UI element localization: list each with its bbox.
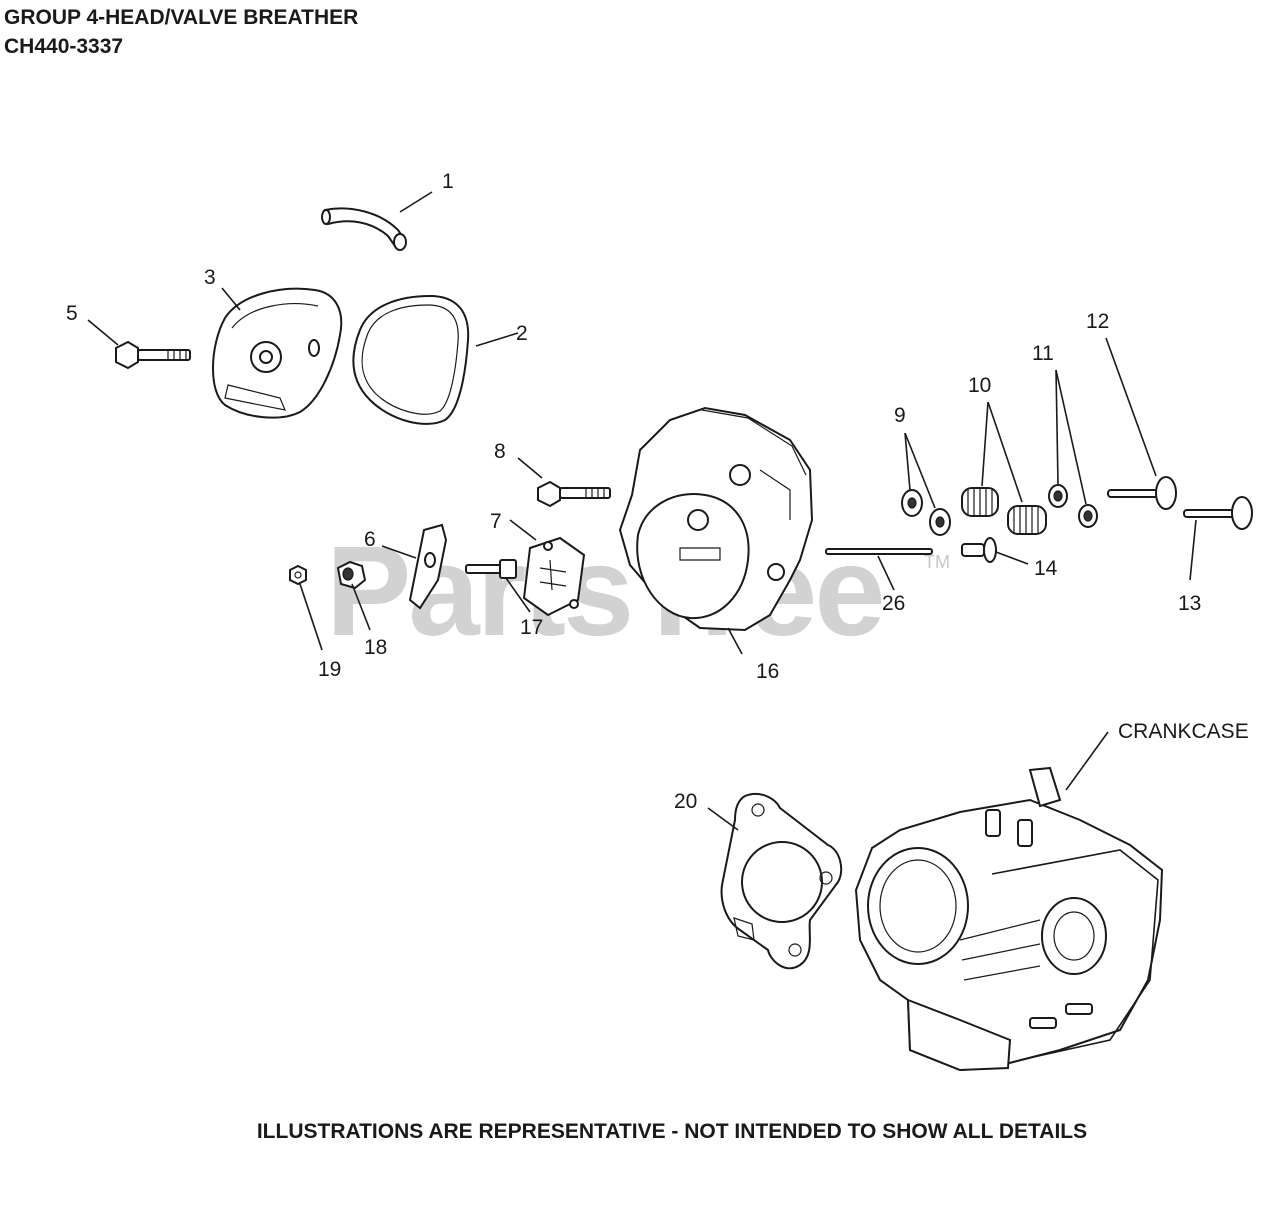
disclaimer-footer: ILLUSTRATIONS ARE REPRESENTATIVE - NOT I…	[256, 1120, 1088, 1143]
callout-7: 7	[490, 510, 502, 533]
callout-20: 20	[674, 790, 697, 813]
callout-5: 5	[66, 302, 78, 325]
crankcase-assembly[interactable]	[854, 766, 1164, 1072]
callout-2: 2	[516, 322, 528, 345]
part-5-bolt[interactable]	[115, 340, 191, 370]
callout-18: 18	[364, 636, 387, 659]
part-20-head-gasket[interactable]	[720, 792, 843, 970]
callout-17: 17	[520, 616, 543, 639]
part-18-rocker-pivot[interactable]	[336, 560, 367, 590]
part-3-valve-cover[interactable]	[212, 287, 343, 419]
part-13-exhaust-valve[interactable]	[1183, 496, 1253, 530]
part-9-spring-retainer[interactable]	[901, 489, 951, 536]
callout-10: 10	[968, 374, 991, 397]
callout-labels: 1 2 3 5 6 7 8 9 10 11 12 13 14 16 17 18 …	[66, 170, 1249, 813]
callout-8: 8	[494, 440, 506, 463]
part-10-valve-spring[interactable]	[961, 487, 1047, 535]
callout-6: 6	[364, 528, 376, 551]
callout-14: 14	[1034, 557, 1058, 580]
callout-11: 11	[1032, 342, 1054, 365]
callout-12: 12	[1086, 310, 1109, 333]
part-1-breather-hose[interactable]	[321, 207, 407, 251]
callout-crankcase: CRANKCASE	[1118, 720, 1249, 743]
part-12-intake-valve[interactable]	[1107, 476, 1177, 510]
callout-9: 9	[894, 404, 906, 427]
part-7-stud-plate[interactable]	[522, 536, 586, 617]
leader-lines	[87, 191, 1197, 831]
callout-1: 1	[442, 170, 454, 193]
part-2-cover-gasket[interactable]	[352, 294, 470, 425]
part-14-valve-seal[interactable]	[961, 537, 997, 563]
callout-26: 26	[882, 592, 905, 615]
model-number: CH440-3337	[4, 35, 124, 58]
callout-3: 3	[204, 266, 216, 289]
part-17-rocker-stud[interactable]	[465, 559, 517, 579]
callout-19: 19	[318, 658, 341, 681]
part-6-rocker-arm[interactable]	[408, 523, 448, 610]
group-title: GROUP 4-HEAD/VALVE BREATHER	[4, 6, 359, 29]
callout-13: 13	[1178, 592, 1201, 615]
part-19-nut[interactable]	[289, 564, 307, 586]
part-26-push-rod[interactable]	[825, 548, 933, 555]
callout-16: 16	[756, 660, 779, 683]
part-11-valve-cap[interactable]	[1048, 484, 1098, 528]
part-8-bolt[interactable]	[537, 480, 611, 508]
part-16-cylinder-head[interactable]	[618, 406, 814, 632]
watermark-trademark: TM	[924, 552, 950, 572]
